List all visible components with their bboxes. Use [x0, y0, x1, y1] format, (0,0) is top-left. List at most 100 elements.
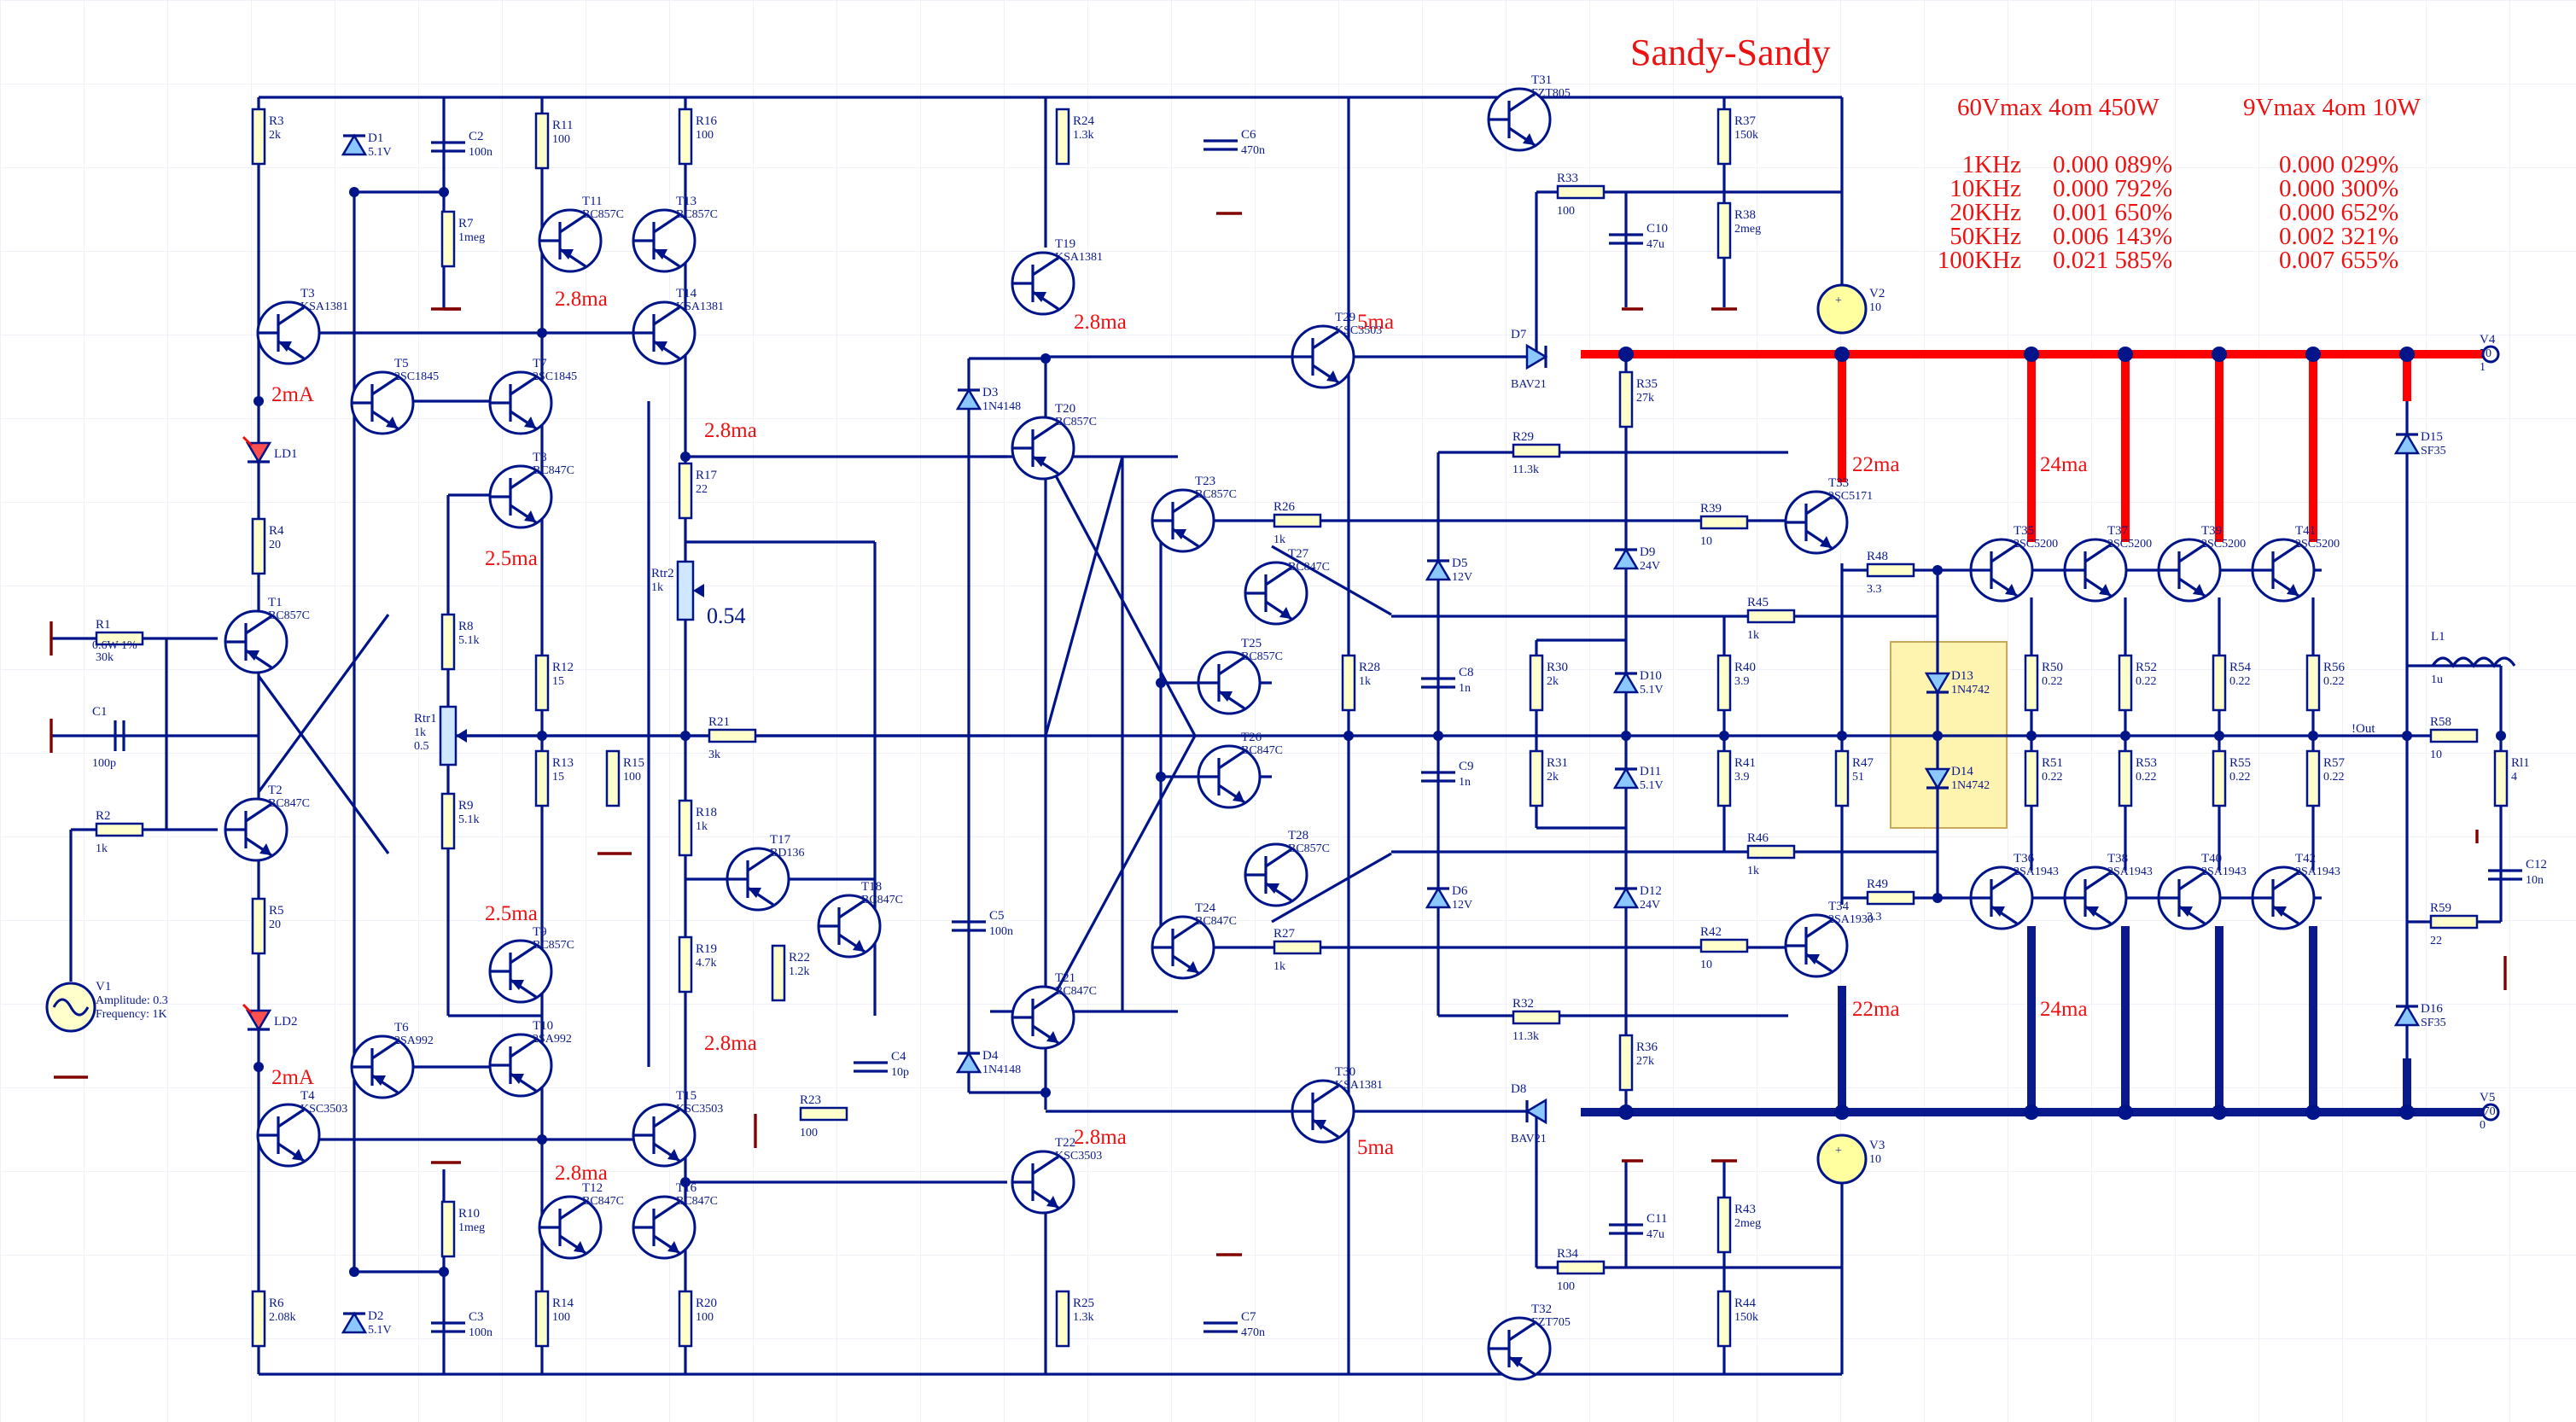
transistor-ref: T8 — [533, 451, 547, 464]
current-annotation: 2.8ma — [704, 419, 757, 442]
resistor-value: 20 — [269, 918, 281, 931]
transistor-part: 2SC5200 — [2295, 538, 2340, 551]
resistor-value: 2k — [1547, 675, 1559, 688]
diode-ref: D12 — [1640, 884, 1662, 898]
resistor-r9: R95.1k — [440, 792, 480, 850]
resistor-value: 5.1k — [458, 634, 480, 647]
diode-ref: D6 — [1452, 884, 1468, 898]
transistor-ref: T7 — [533, 357, 547, 370]
resistor-layer: R130kR21kR32kR420R520R62.08kR71megR85.1k… — [95, 108, 2530, 1348]
diode-ref: D11 — [1640, 765, 1661, 778]
resistor-ref: R13 — [552, 756, 574, 770]
resistor-value: 11.3k — [1512, 1030, 1539, 1043]
transistor-ref: T35 — [2014, 524, 2034, 538]
resistor-ref: R29 — [1512, 430, 1534, 444]
table-value-60v: 0.006 143% — [2053, 223, 2172, 250]
capacitor-value: 47u — [1646, 238, 1664, 251]
source-v3-value: 10 — [1869, 1153, 1881, 1166]
transistor-part: 2SA1943 — [2295, 865, 2340, 878]
current-annotation: 2.8ma — [1074, 1126, 1127, 1149]
resistor-ref: R37 — [1734, 114, 1757, 128]
resistor-value: 1k — [1747, 629, 1759, 642]
capacitor-ref: C2 — [469, 130, 484, 143]
capacitor-ref: C4 — [891, 1050, 906, 1064]
diode-ref: D2 — [368, 1309, 383, 1323]
diode-ref: D7 — [1511, 328, 1527, 341]
resistor-ref: R57 — [2323, 756, 2346, 770]
transistor-part: 2SA1943 — [2107, 865, 2153, 878]
diode-ref: D1 — [368, 131, 383, 145]
transistor-part: BC847C — [533, 464, 574, 477]
current-annotation: 2.8ma — [555, 288, 608, 311]
capacitor-value: 47u — [1646, 1228, 1664, 1241]
resistor-ref: R25 — [1073, 1297, 1094, 1310]
source-v3-symbol: + — [1816, 1134, 1868, 1185]
transistor-part: BD136 — [770, 847, 804, 860]
resistor-value: 3.3 — [1867, 911, 1882, 924]
transistor-part: FZT805 — [1531, 87, 1571, 100]
transistor-part: BC857C — [1195, 488, 1237, 501]
diode-part: 1N4742 — [1951, 684, 1990, 696]
resistor-ref: R44 — [1734, 1297, 1757, 1310]
diode-part: 12V — [1452, 571, 1472, 584]
transistor-part: 2SC5200 — [2014, 538, 2058, 551]
resistor-ref: R34 — [1557, 1247, 1579, 1261]
transistor-ref: T5 — [394, 357, 409, 370]
transistor-part: BC857C — [1241, 650, 1283, 663]
resistor-ref: R53 — [2136, 756, 2157, 770]
resistor-value: 0.22 — [2229, 675, 2251, 688]
resistor-ref: R8 — [458, 620, 474, 633]
transistor-ref: T39 — [2201, 524, 2222, 538]
table-freq: 20KHz — [1949, 199, 2021, 226]
current-annotation: 22ma — [1852, 998, 1900, 1021]
resistor-value: 0.22 — [2042, 771, 2063, 784]
capacitor-layer: C1100pC2100nC3100nC410pC5100nC6470nC7470… — [92, 128, 2547, 1339]
source-v1-value2: Frequency: 1K — [96, 1008, 167, 1021]
capacitor-ref: C8 — [1459, 666, 1474, 679]
diode-part: 5.1V — [368, 1324, 392, 1337]
transistor-part: BC847C — [582, 1195, 624, 1208]
transistor-part: KSC3503 — [300, 1103, 347, 1116]
resistor-value: 1k — [696, 820, 708, 833]
capacitor-ref: C7 — [1241, 1310, 1256, 1324]
transistor-ref: T18 — [861, 880, 882, 894]
resistor-ref: R21 — [708, 715, 730, 729]
capacitor-value: 100n — [989, 925, 1013, 938]
table-value-9v: 0.000 652% — [2279, 199, 2398, 226]
source-v1-ref: V1 — [96, 980, 111, 994]
resistor-value: 1meg — [458, 1221, 485, 1234]
